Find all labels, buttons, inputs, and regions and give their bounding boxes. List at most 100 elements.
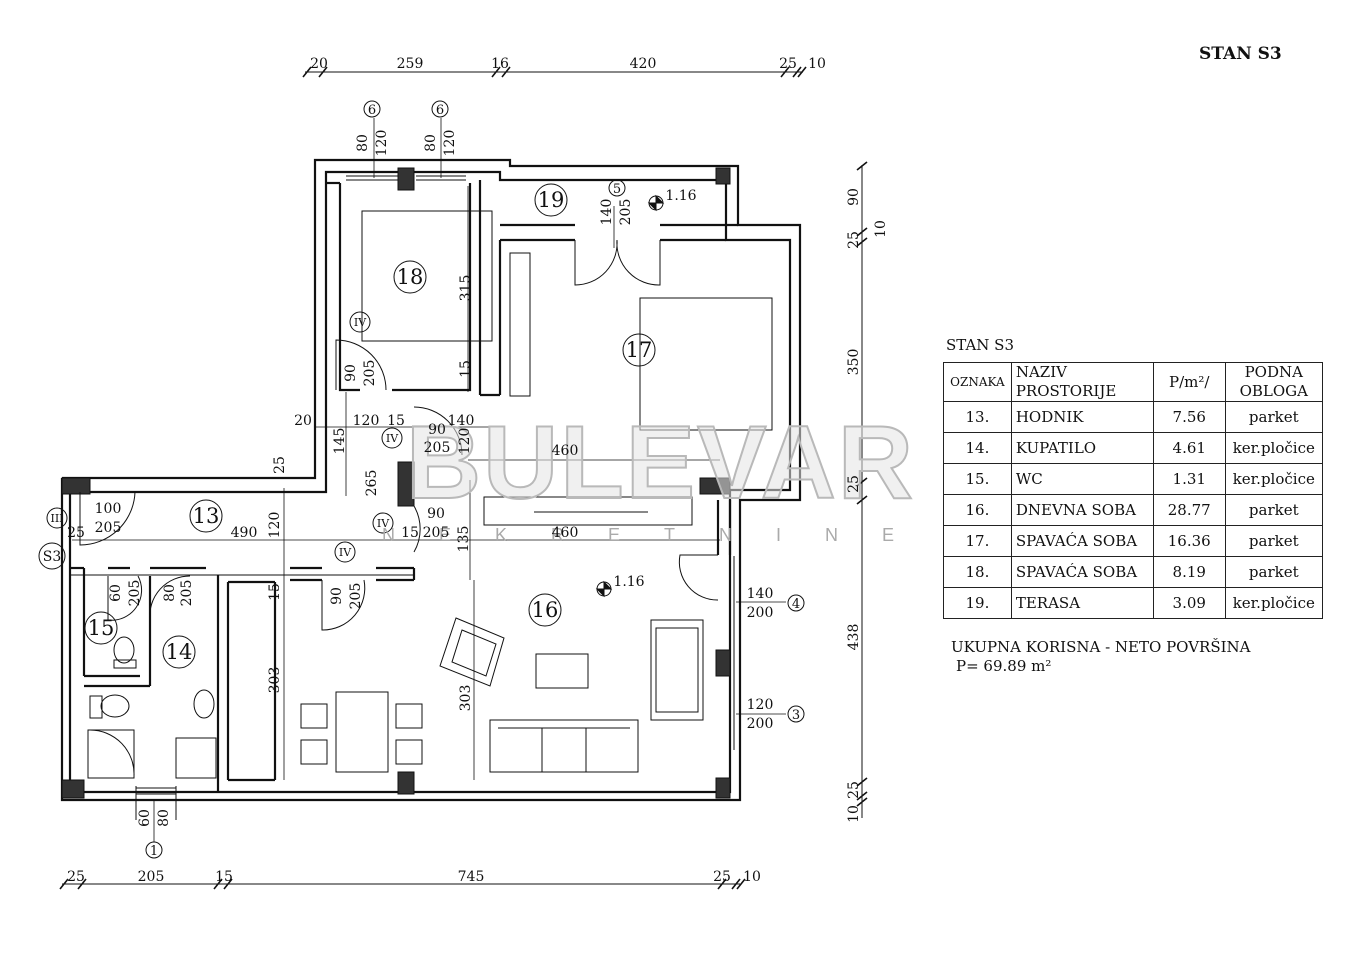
room-14-label: 14 <box>166 640 193 664</box>
cell-code: 13. <box>943 401 1012 433</box>
cell-floor: ker.pločice <box>1224 587 1324 619</box>
window-marker-3: 3 <box>792 708 800 723</box>
cell-area: 28.77 <box>1152 494 1226 526</box>
dim-top-2: 259 <box>397 56 424 72</box>
room-15-label: 15 <box>88 616 115 640</box>
cell-name: DNEVNA SOBA <box>1010 494 1154 526</box>
cell-area: 16.36 <box>1152 525 1226 557</box>
dim-hall-wall-25: 25 <box>272 456 288 474</box>
dim-door-4-height: 200 <box>747 605 774 621</box>
room-16-label: 16 <box>532 598 559 622</box>
room-19-label: 19 <box>538 188 565 212</box>
dim-hall-120: 120 <box>457 428 473 455</box>
dim-window-1-sill: 60 <box>137 809 153 827</box>
room-18-label: 18 <box>397 265 424 289</box>
header-name: NAZIV PROSTORIJE <box>1010 362 1154 402</box>
dim-door-wc-height: 205 <box>127 580 143 607</box>
cell-area: 7.56 <box>1152 401 1226 433</box>
window-marker-1: 1 <box>150 844 158 859</box>
window-marker-6a: 6 <box>368 103 376 118</box>
dim-window-3-sill: 120 <box>747 697 774 713</box>
dim-window-3-height: 200 <box>747 716 774 732</box>
dim-right-7: 10 <box>846 805 862 823</box>
dim-window-6a-sill: 80 <box>355 134 371 152</box>
header-area: P/m²/ <box>1152 362 1226 402</box>
dim-door-18-width: 90 <box>343 364 359 382</box>
cell-name: KUPATILO <box>1010 432 1154 464</box>
dim-door-18-height: 205 <box>362 360 378 387</box>
dim-bottom-4: 745 <box>458 869 485 885</box>
dim-living-135: 135 <box>456 526 472 553</box>
table-caption: STAN S3 <box>946 336 1015 354</box>
dim-bottom-1: 25 <box>67 869 85 885</box>
header-name-text: NAZIV PROSTORIJE <box>1015 363 1117 400</box>
dim-wall-15: 15 <box>267 583 283 601</box>
header-code: OZNAKA <box>943 362 1012 402</box>
door-type-iii: III <box>50 512 63 525</box>
dim-hall-15: 15 <box>387 413 405 429</box>
cell-name: SPAVAĆA SOBA <box>1010 525 1154 557</box>
dim-room18-wall: 15 <box>458 360 474 378</box>
cell-floor: ker.pločice <box>1224 463 1324 495</box>
dim-top-4: 420 <box>630 56 657 72</box>
dim-door-16-height: 205 <box>423 525 450 541</box>
dim-door-bath-width: 80 <box>162 584 178 602</box>
dim-top-6: 10 <box>808 56 826 72</box>
dim-door-living-height: 205 <box>348 583 364 610</box>
dim-entry-door-width: 100 <box>95 501 122 517</box>
dim-room18-depth: 315 <box>458 275 474 302</box>
cell-name: WC <box>1010 463 1154 495</box>
room-schedule-table: OZNAKA NAZIV PROSTORIJE P/m²/ PODNA OBLO… <box>943 362 1324 619</box>
dim-door-wc-width: 60 <box>108 584 124 602</box>
cell-name: TERASA <box>1010 587 1154 619</box>
dim-room17-width: 460 <box>552 443 579 459</box>
dim-living-width: 460 <box>552 525 579 541</box>
dim-hall-length-490: 490 <box>231 525 258 541</box>
cell-code: 15. <box>943 463 1012 495</box>
elevation-living: 1.16 <box>613 574 644 590</box>
dim-entry-door-height: 205 <box>95 520 122 536</box>
window-marker-6b: 6 <box>436 103 444 118</box>
dim-window-6b-height: 120 <box>442 130 458 157</box>
dim-right-6: 438 <box>846 624 862 651</box>
dim-hall-20: 20 <box>294 413 312 429</box>
dim-bottom-3: 15 <box>215 869 233 885</box>
dim-door-16-wall: 15 <box>401 525 419 541</box>
dim-entry-25: 25 <box>67 525 85 541</box>
dim-right-8: 25 <box>846 781 862 799</box>
total-area-value: P= 69.89 m² <box>956 657 1052 675</box>
dim-top-5: 25 <box>779 56 797 72</box>
dim-living-303: 303 <box>458 685 474 712</box>
cell-code: 16. <box>943 494 1012 526</box>
cell-floor: parket <box>1224 556 1324 588</box>
dim-hall-140: 140 <box>448 413 475 429</box>
dim-bottom-6: 10 <box>743 869 761 885</box>
cell-floor: parket <box>1224 494 1324 526</box>
elevation-terrace: 1.16 <box>665 188 696 204</box>
dim-right-5: 25 <box>846 475 862 493</box>
door-marker-4: 4 <box>792 597 800 612</box>
dim-window-6b-sill: 80 <box>423 134 439 152</box>
dim-door-17-height: 205 <box>424 440 451 456</box>
cell-code: 17. <box>943 525 1012 557</box>
cell-area: 8.19 <box>1152 556 1226 588</box>
door-type-iv-c: IV <box>377 517 390 530</box>
cell-code: 19. <box>943 587 1012 619</box>
dim-door-living-width: 90 <box>329 587 345 605</box>
header-floor: PODNA OBLOGA <box>1224 362 1324 402</box>
dim-door-bath-height: 205 <box>179 580 195 607</box>
dim-right-4: 350 <box>846 349 862 376</box>
dim-door-4-width: 140 <box>747 586 774 602</box>
dim-right-3: 10 <box>873 220 889 238</box>
cell-code: 18. <box>943 556 1012 588</box>
total-area-label: UKUPNA KORISNA - NETO POVRŠINA <box>951 638 1251 656</box>
door-type-iv-a: IV <box>354 316 367 329</box>
cell-name: HODNIK <box>1010 401 1154 433</box>
dim-window-1-height: 80 <box>156 809 172 827</box>
dim-top-1: 20 <box>310 56 328 72</box>
